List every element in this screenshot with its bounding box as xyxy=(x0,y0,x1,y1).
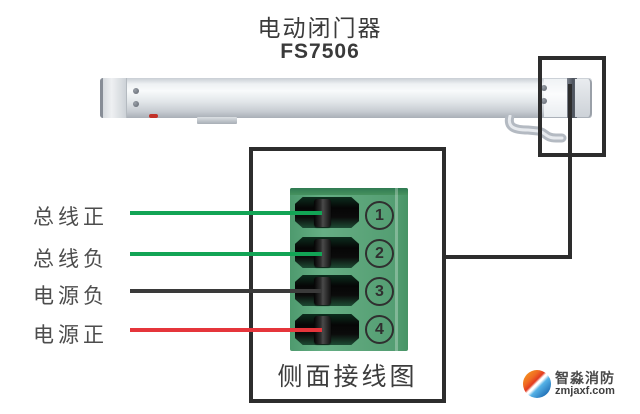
screw-icon xyxy=(541,85,547,91)
indicator-dot xyxy=(149,114,158,118)
terminal-screw-3 xyxy=(314,277,331,305)
device-bar-body xyxy=(100,78,592,118)
label-bus-positive: 总线正 xyxy=(33,206,108,229)
device-endcap-dark-edge xyxy=(567,78,577,118)
label-bus-negative: 总线负 xyxy=(33,248,108,271)
device-right-tail xyxy=(575,79,592,117)
callout-leader-line-horizontal xyxy=(442,255,572,259)
brand-logo: 智淼消防 zmjaxf.com xyxy=(523,370,615,398)
label-power-positive: 电源正 xyxy=(33,324,108,347)
brand-logo-icon xyxy=(523,370,551,398)
brand-text: 智淼消防 zmjaxf.com xyxy=(555,371,615,397)
terminal-block-top-edge xyxy=(290,188,408,195)
slider-bracket xyxy=(197,117,237,124)
brand-name: 智淼消防 xyxy=(555,369,615,386)
screw-icon xyxy=(541,98,547,104)
terminal-block-highlight xyxy=(395,188,398,351)
device-right-cap xyxy=(544,79,568,117)
wire-bus-negative xyxy=(130,252,322,256)
device-model: FS7506 xyxy=(280,40,360,63)
door-closer-image xyxy=(100,78,592,143)
callout-leader-line-vertical xyxy=(568,84,572,259)
terminal-number-3: 3 xyxy=(365,277,394,306)
terminal-number-4: 4 xyxy=(365,315,394,344)
screw-icon xyxy=(133,101,139,107)
wire-power-negative xyxy=(130,289,322,293)
wire-bus-positive xyxy=(130,211,322,215)
terminal-screw-4 xyxy=(314,316,331,344)
wire-power-positive xyxy=(130,328,322,332)
terminal-number-2: 2 xyxy=(365,239,394,268)
terminal-screw-1 xyxy=(314,199,331,227)
terminal-area-callout-box xyxy=(538,56,606,157)
detail-caption: 侧面接线图 xyxy=(277,363,418,391)
device-title: 电动闭门器 xyxy=(257,15,383,41)
brand-site-url: zmjaxf.com xyxy=(555,384,615,397)
terminal-number-1: 1 xyxy=(365,201,394,230)
screw-icon xyxy=(133,88,139,94)
device-left-endcap xyxy=(100,78,127,118)
label-power-negative: 电源负 xyxy=(33,285,108,308)
terminal-screw-2 xyxy=(314,239,331,267)
